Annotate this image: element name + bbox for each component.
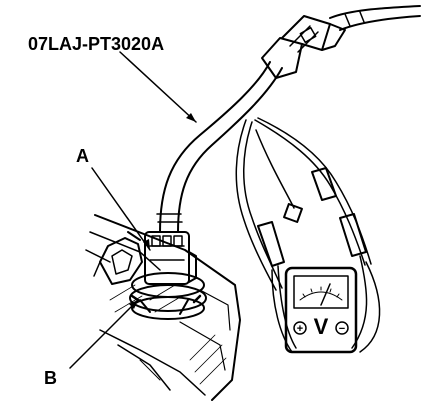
callout-a-leader-line [91, 167, 151, 251]
harness-cable [156, 61, 283, 233]
sensor-body [129, 231, 207, 320]
voltmeter: V + − [284, 266, 358, 354]
tool-part-number-label: 07LAJ-PT3020A [28, 34, 164, 54]
tool-leader-line [119, 51, 197, 123]
meter-minus-sign: − [339, 323, 345, 335]
engine-housing [85, 214, 241, 401]
meter-plus-terminal [293, 321, 307, 335]
callout-b-leader-arrow [129, 300, 138, 309]
callout-b-leader-line [69, 299, 139, 369]
callout-a-leader-arrow [143, 239, 150, 250]
meter-minus-terminal [335, 321, 349, 335]
callout-a-label: A [76, 146, 89, 166]
test-leads [235, 117, 381, 353]
top-connector [261, 5, 421, 79]
callout-b-label: B [44, 368, 57, 388]
meter-needle [320, 283, 331, 306]
leader-lines [69, 51, 197, 369]
meter-volt-symbol: V [314, 314, 329, 339]
tool-leader-arrow [186, 113, 196, 122]
side-connector [93, 231, 143, 285]
meter-plus-sign: + [297, 323, 303, 335]
